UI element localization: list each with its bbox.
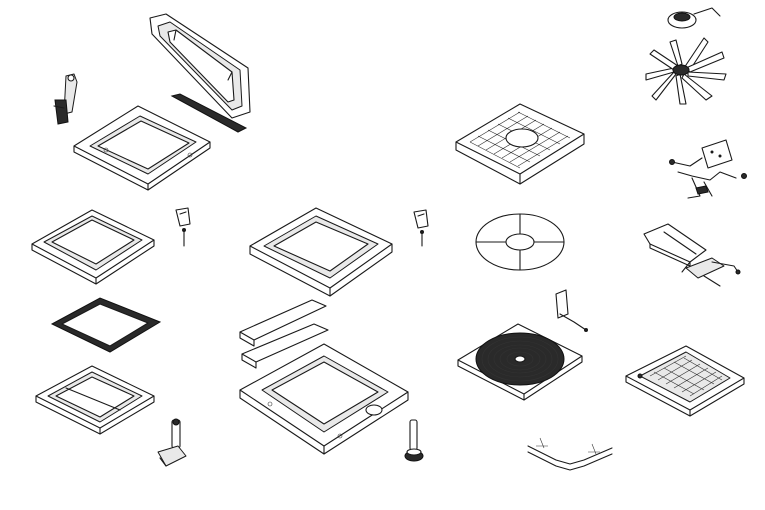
dome-lid-icon xyxy=(149,13,251,119)
crank-handle-icon xyxy=(53,73,78,125)
motor-icon xyxy=(667,7,721,29)
clip-screw-icon xyxy=(175,207,191,247)
gasket-icon xyxy=(50,297,162,353)
wiring-harness-icon xyxy=(669,139,747,199)
spiral-screen-icon xyxy=(457,323,583,401)
switch-bracket-icon xyxy=(555,289,588,332)
grille-plate-icon xyxy=(455,103,585,185)
trim-strip-icon xyxy=(239,299,327,347)
fan-blade-icon xyxy=(645,37,727,105)
bug-screen-icon xyxy=(625,345,745,417)
garnish-icon xyxy=(249,207,393,297)
flange-icon xyxy=(239,343,409,455)
clip-screw-icon xyxy=(413,209,429,247)
screen-frame-icon xyxy=(35,365,155,435)
trim-strip-icon xyxy=(241,323,329,369)
garnish-icon xyxy=(31,209,155,285)
guard-ring-icon xyxy=(475,213,565,271)
control-module-icon xyxy=(643,223,741,287)
base-frame-icon xyxy=(73,105,211,191)
wire-bracket-icon xyxy=(527,437,613,471)
knob-icon xyxy=(404,419,424,462)
hinge-strip-icon xyxy=(170,93,248,133)
knob-icon xyxy=(157,418,187,467)
